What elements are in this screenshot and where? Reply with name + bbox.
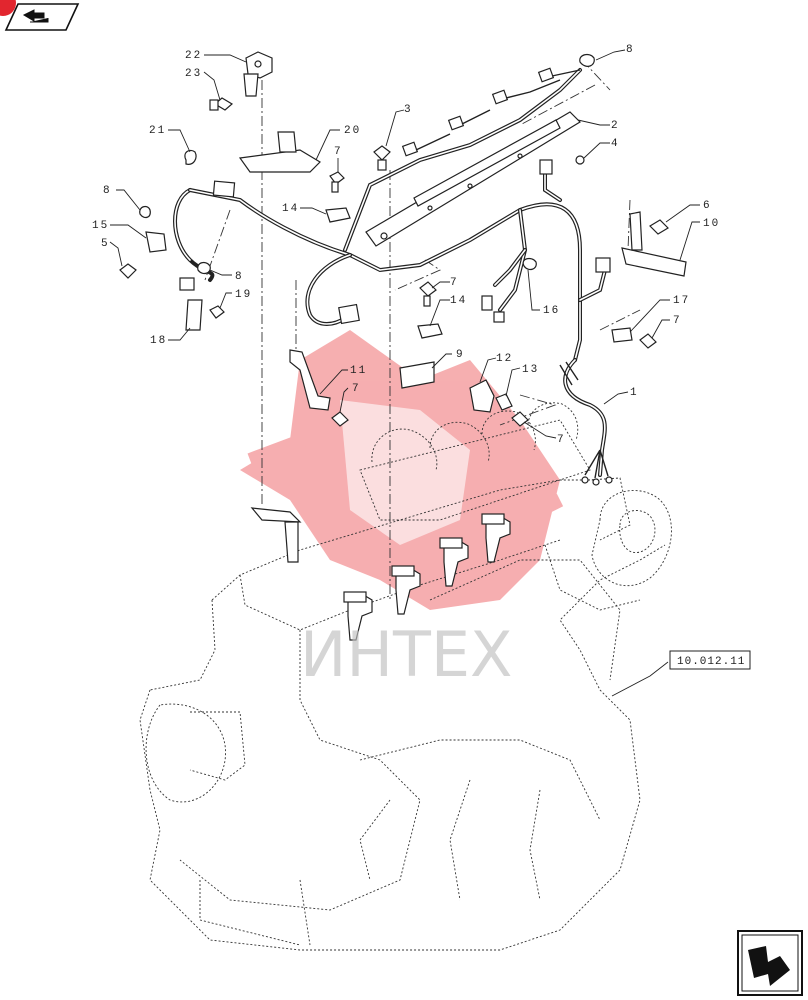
callout-5: 5: [101, 238, 110, 250]
watermark-text: ИНТЕХ: [300, 618, 513, 691]
callout-8-top: 8: [626, 44, 635, 56]
callout-21: 21: [149, 125, 166, 137]
callout-7-bracket: 7: [352, 383, 361, 395]
callout-9: 9: [456, 349, 465, 361]
injector-4: [481, 513, 511, 563]
connectors: [179, 67, 611, 325]
callout-7-lower: 7: [557, 434, 566, 446]
next-arrow-icon[interactable]: [737, 930, 803, 996]
callout-23: 23: [185, 68, 202, 80]
callout-19: 19: [235, 289, 252, 301]
callout-17: 17: [673, 295, 690, 307]
injector-1: [343, 591, 373, 641]
callout-4: 4: [611, 138, 620, 150]
callout-1: 1: [630, 387, 639, 399]
callout-7-upper: 7: [334, 146, 343, 158]
callout-7-right: 7: [673, 315, 682, 327]
callout-20: 20: [344, 125, 361, 137]
callout-10: 10: [703, 218, 720, 230]
callout-22: 22: [185, 50, 202, 62]
callout-6: 6: [703, 200, 712, 212]
callout-7-mid: 7: [450, 277, 459, 289]
wiring-harness: [173, 68, 613, 486]
callout-13: 13: [522, 364, 539, 376]
callout-2: 2: [611, 120, 620, 132]
callout-8-left: 8: [103, 185, 112, 197]
reference-code: 10.012.11: [677, 656, 745, 668]
back-arrow-icon[interactable]: [0, 0, 80, 31]
injector-3: [439, 537, 469, 587]
callout-14-lower: 14: [450, 295, 467, 307]
callout-labels: 22 23 21 20 3 8 2 4 7 8 15 5 14 6 10 8 1…: [92, 44, 720, 446]
mounting-bracket: [250, 507, 302, 563]
injector-2: [391, 565, 421, 615]
callout-14-upper: 14: [282, 203, 299, 215]
callout-16: 16: [543, 305, 560, 317]
callout-11: 11: [350, 365, 367, 377]
rail-bracket: [365, 111, 581, 247]
reference-link[interactable]: 10.012.11: [669, 650, 751, 670]
bracket-22: [243, 51, 273, 97]
callout-3: 3: [404, 104, 413, 116]
callout-12: 12: [496, 353, 513, 365]
callout-15: 15: [92, 220, 109, 232]
bracket-20: [238, 131, 321, 173]
callout-18: 18: [150, 335, 167, 347]
leader-lines: [109, 49, 700, 697]
callout-8-lower: 8: [235, 271, 244, 283]
hardware: [119, 53, 687, 427]
